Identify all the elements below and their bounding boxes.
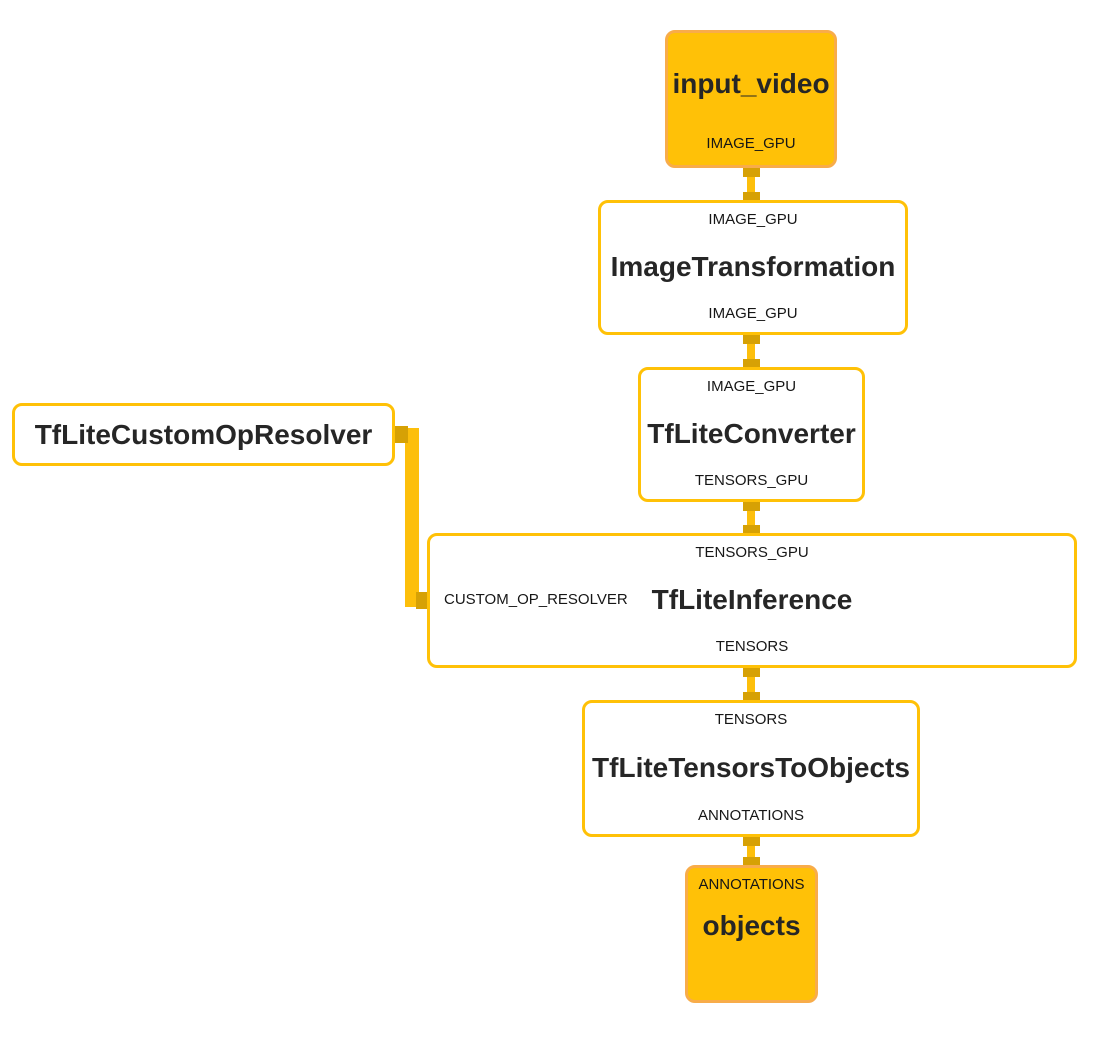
node-tflite-converter-output-stream-label: TENSORS_GPU — [694, 472, 809, 489]
edge-inputvideo-to-imagetransformation — [747, 168, 755, 200]
node-tflite-inference-output-stream-label: TENSORS — [715, 638, 789, 655]
node-tflite-inference[interactable]: TENSORS_GPU CUSTOM_OP_RESOLVER TfLiteInf… — [427, 533, 1077, 668]
node-tflite-inference-title: TfLiteInference — [651, 584, 853, 615]
node-tflite-custom-op-resolver-title: TfLiteCustomOpResolver — [34, 418, 373, 450]
edge-inference-to-tensorstoobjects — [747, 668, 755, 700]
edge-customopresolver-to-inference — [405, 428, 419, 607]
node-tflite-inference-side-input-label: CUSTOM_OP_RESOLVER — [444, 591, 628, 608]
node-tflite-tensors-to-objects-input-stream-label: TENSORS — [714, 711, 788, 728]
node-tflite-tensors-to-objects[interactable]: TENSORS TfLiteTensorsToObjects ANNOTATIO… — [582, 700, 920, 837]
edge-converter-to-inference — [747, 502, 755, 533]
node-tflite-converter-input-stream-label: IMAGE_GPU — [706, 378, 797, 395]
node-objects[interactable]: ANNOTATIONS objects — [685, 865, 818, 1003]
node-image-transformation-output-stream-label: IMAGE_GPU — [708, 305, 798, 322]
node-image-transformation-input-stream-label: IMAGE_GPU — [708, 211, 798, 228]
node-input-video-output-stream-label: IMAGE_GPU — [706, 135, 796, 152]
node-tflite-converter-title: TfLiteConverter — [647, 418, 856, 449]
node-tflite-converter[interactable]: IMAGE_GPU TfLiteConverter TENSORS_GPU — [638, 367, 865, 502]
node-tflite-tensors-to-objects-title: TfLiteTensorsToObjects — [592, 752, 910, 783]
port-customopresolver-output — [391, 426, 408, 443]
node-objects-title: objects — [702, 910, 801, 941]
node-input-video[interactable]: input_video IMAGE_GPU — [665, 30, 837, 168]
edge-imagetransformation-to-converter — [747, 335, 755, 367]
node-tflite-custom-op-resolver[interactable]: TfLiteCustomOpResolver — [12, 403, 395, 466]
node-tflite-inference-input-stream-label: TENSORS_GPU — [695, 544, 809, 561]
edge-tensorstoobjects-to-objects — [747, 837, 755, 865]
node-image-transformation[interactable]: IMAGE_GPU ImageTransformation IMAGE_GPU — [598, 200, 908, 335]
node-input-video-title: input_video — [672, 68, 830, 99]
node-objects-input-stream-label: ANNOTATIONS — [698, 876, 805, 893]
node-tflite-tensors-to-objects-output-stream-label: ANNOTATIONS — [697, 807, 805, 824]
node-image-transformation-title: ImageTransformation — [610, 251, 896, 282]
